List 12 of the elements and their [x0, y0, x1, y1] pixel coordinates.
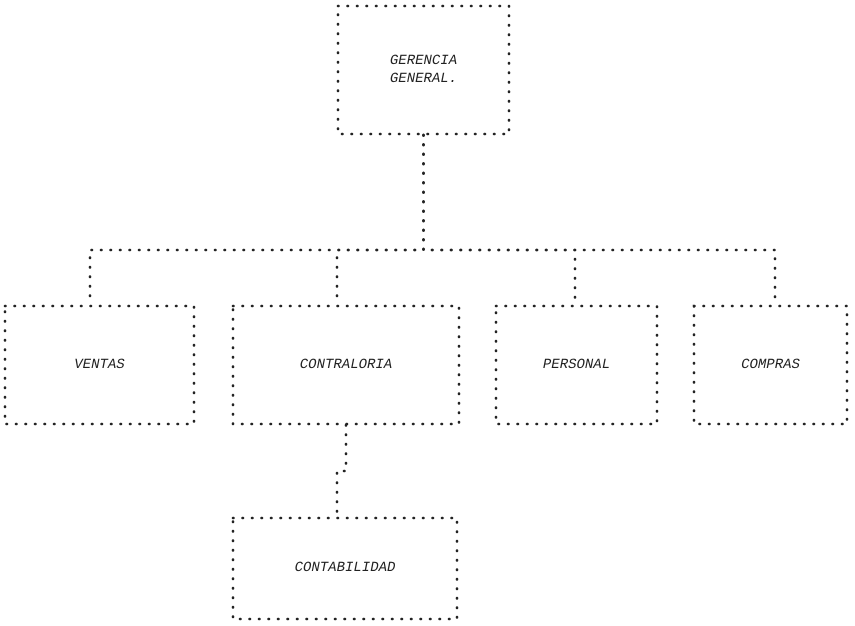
org-box [232, 517, 458, 620]
unit-label: COMPRAS [740, 356, 801, 374]
unit-label: VENTAS [73, 356, 126, 374]
unit-label: CONTABILIDAD [294, 559, 396, 578]
unit-label: CONTRALORIA [298, 356, 394, 374]
org-box [4, 305, 195, 425]
org-box [337, 5, 510, 135]
org-box [495, 305, 658, 425]
unit-label: GERENCIA GENERAL. [388, 52, 458, 88]
unit-label: PERSONAL [542, 356, 612, 374]
org-box [693, 305, 848, 425]
org-box [232, 305, 460, 425]
